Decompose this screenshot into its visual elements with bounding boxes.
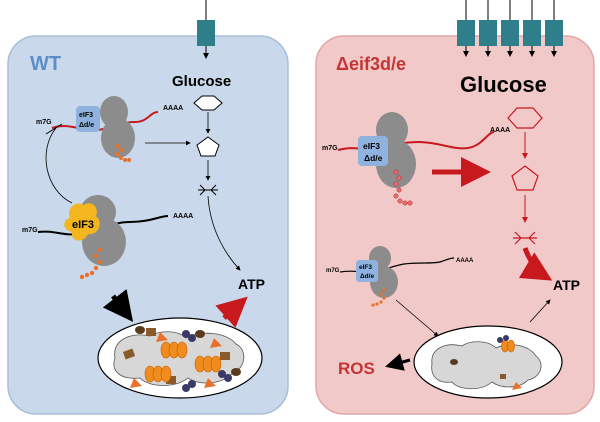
atp-synthase-icon [160, 341, 188, 359]
wt-eif3-label: eIF3 [72, 219, 94, 231]
wt-aaaa-top: AAAA [163, 105, 183, 112]
mutant-eif3-de-box-top [358, 136, 388, 166]
wt-eif3-de-line2: Δd/e [79, 122, 94, 129]
wt-ribosome-large-top [101, 118, 135, 158]
mutant-glucose-transporters [457, 0, 563, 57]
mutant-cristae [431, 341, 542, 390]
wt-import-arrow [102, 289, 134, 322]
ros-label: ROS [338, 359, 375, 378]
pyruvate-icon [513, 231, 537, 245]
mutant-atp-label: ATP [553, 277, 580, 293]
glucose-transporter [197, 20, 215, 46]
wt-aaaa-bottom: AAAA [173, 213, 193, 220]
wt-m7g-top: m7G [36, 119, 52, 126]
mutant-atp-path [518, 247, 553, 281]
mutant-eif3-bottom-line1: eIF3 [359, 264, 372, 271]
wt-eif3-de-box [76, 106, 100, 132]
wt-peptide-bottom [79, 247, 103, 280]
hexagon-icon [193, 95, 223, 111]
wt-eif3-blob [64, 203, 100, 241]
mutant-peptide-top [393, 169, 413, 206]
mutant-aaaa-top: AAAA [490, 127, 510, 134]
pentagon-icon [196, 136, 220, 157]
mutant-m7g-top: m7G [322, 145, 338, 152]
pentagon-icon [511, 165, 539, 191]
wt-title: WT [30, 53, 61, 75]
pyruvate-icon [198, 184, 218, 196]
mutant-mito-proteins [450, 335, 522, 390]
hexagon-icon [507, 107, 543, 129]
mutant-m7g-bottom: m7G [326, 268, 340, 274]
mutant-eif3-bottom-line2: Δd/e [360, 273, 374, 280]
wt-peptide-top [116, 144, 131, 162]
wt-atp-arrow [215, 296, 248, 328]
mutant-eif3-top-line1: eIF3 [363, 141, 380, 151]
wt-atp-label: ATP [238, 276, 265, 292]
atp-synthase-icon [144, 365, 172, 383]
wt-panel: WT Glucose m7G eIF3 Δd/e AAAA [7, 0, 289, 415]
atp-synthase-icon [501, 339, 515, 353]
mutant-eif3-top-line2: Δd/e [364, 153, 383, 163]
ros-arrow [385, 353, 411, 371]
mutant-eif3-de-box-bottom [356, 260, 378, 282]
mutant-glucose-label: Glucose [460, 72, 547, 97]
wt-m7g-bottom: m7G [22, 227, 38, 234]
wt-mito-proteins [122, 326, 241, 392]
wt-glucose-label: Glucose [172, 73, 231, 90]
mutant-panel: Δeif3d/e Glucose ATP m7G [315, 0, 595, 415]
wt-eif3-de-line1: eIF3 [79, 112, 93, 119]
mutant-peptide-bottom [371, 288, 386, 307]
mutant-aaaa-bottom: AAAA [456, 258, 474, 264]
atp-synthase-icon [194, 355, 222, 373]
mutant-title: Δeif3d/e [336, 54, 406, 74]
